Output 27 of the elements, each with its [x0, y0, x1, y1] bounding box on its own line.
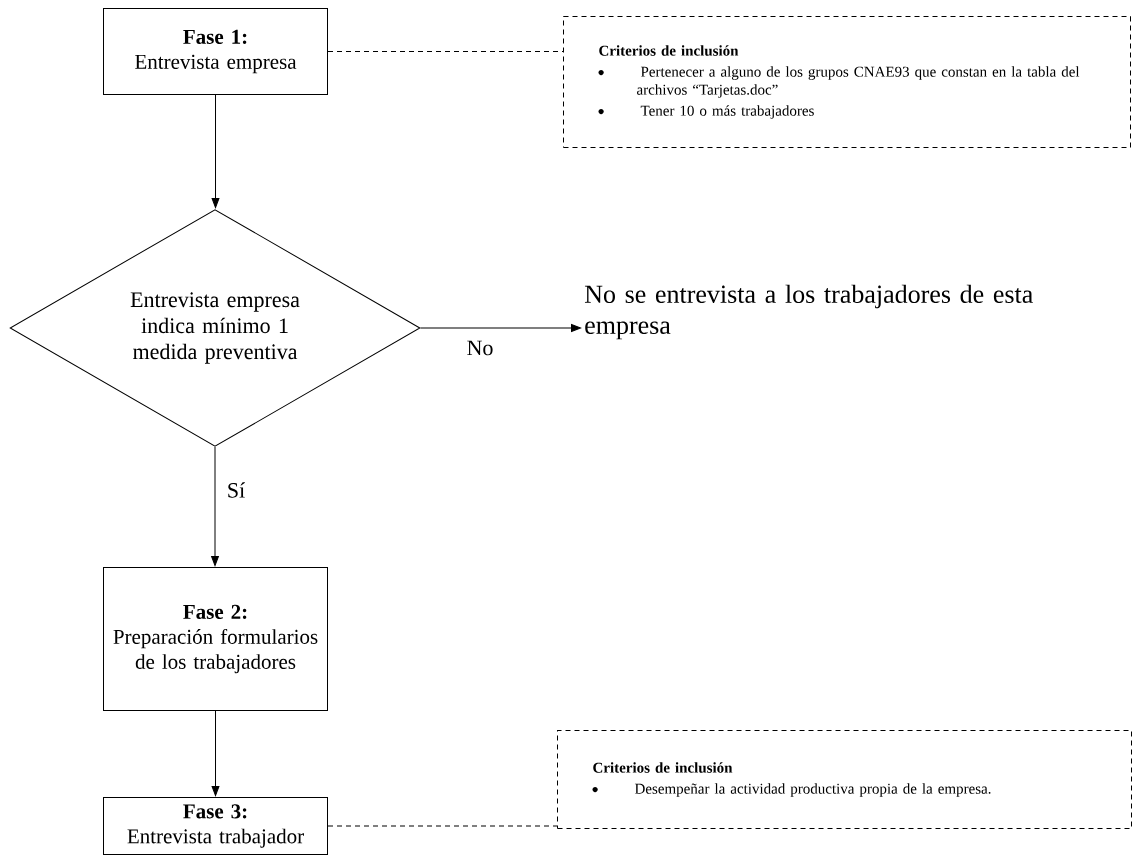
- arrow: [420, 324, 582, 332]
- phase-title: Entrevista trabajador: [127, 828, 304, 848]
- phase-heading: Fase 2:: [183, 604, 247, 619]
- process-box: [103, 797, 328, 855]
- decision-text: Entrevista empresa indica mínimo 1 medida preventiva: [130, 292, 300, 364]
- criteria-box: [557, 730, 1132, 829]
- bullet-item: Tener 10 o más trabajadores: [640, 105, 814, 119]
- edge-label: Sí: [225, 481, 247, 499]
- process-box: [103, 8, 328, 95]
- edge-label: No: [465, 339, 495, 357]
- phase-heading: Fase 1:: [183, 29, 247, 44]
- dashed-connector: [327, 825, 558, 827]
- phase-title: Preparación formularios de los trabajadores: [113, 628, 318, 674]
- arrow: [211, 710, 220, 797]
- outcome-text: No se entrevista a los trabajadores de esta empresa: [584, 284, 1033, 340]
- dashed-connector: [327, 51, 564, 52]
- arrow: [211, 446, 219, 567]
- phase-title: Entrevista empresa: [135, 54, 297, 74]
- list-heading: Criterios de inclusión: [593, 762, 733, 773]
- bullet-item: Desempeñar la actividad productiva propia de la empresa.: [634, 783, 991, 797]
- list-heading: Criterios de inclusión: [599, 45, 739, 56]
- arrow: [211, 94, 220, 209]
- criteria-box: [563, 16, 1131, 148]
- bullet-item: Pertenecer a alguno de los grupos CNAE93 que constan en la tabla del archivos “Tarjetas.doc”: [637, 66, 1080, 98]
- phase-heading: Fase 3:: [183, 804, 247, 819]
- decision-diamond: [9, 209, 421, 447]
- process-box: [103, 567, 328, 711]
